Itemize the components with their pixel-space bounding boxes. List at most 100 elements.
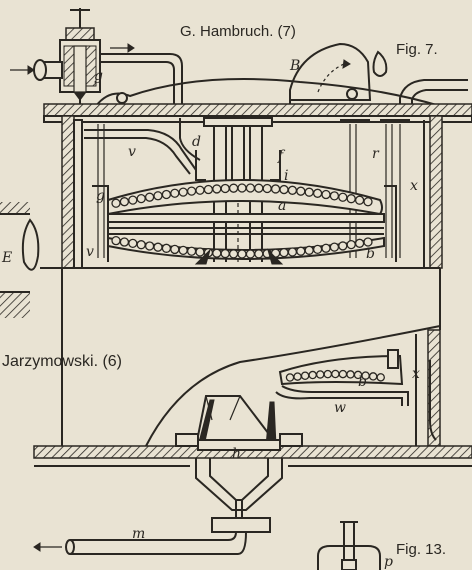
outlet-pipe-m (33, 531, 247, 555)
coil-turn (304, 245, 314, 255)
coil-turn (346, 370, 355, 379)
caption-fig13: Fig. 13. (396, 541, 446, 558)
coil-turn (287, 185, 298, 195)
coil-turn (329, 242, 340, 252)
coil-turn (220, 248, 230, 259)
coil-turn (296, 186, 306, 196)
coil-turn (338, 241, 348, 251)
coil-turn (212, 184, 222, 194)
coil-turn (331, 369, 340, 379)
label-x-upper: x (410, 178, 418, 194)
coil-turn (368, 372, 378, 381)
coil-turn (186, 186, 197, 196)
coil-turn (323, 369, 333, 379)
coil-turn (237, 183, 247, 193)
coil-turn (153, 191, 163, 201)
valve-assembly (10, 8, 183, 112)
coil-turn (354, 195, 365, 205)
caption-jarzymowski: Jarzymowski. (6) (2, 353, 122, 370)
coil-turn (346, 194, 356, 204)
caption-fig7: Fig. 7. (396, 41, 438, 58)
coil-turn (338, 192, 348, 202)
coil-turn (178, 245, 188, 256)
label-p: p (384, 554, 393, 570)
coil-turn (119, 237, 130, 247)
coil-turn (270, 184, 281, 194)
coil-turn (312, 244, 323, 255)
coil-turn (220, 183, 230, 194)
coil-turn (308, 370, 317, 380)
coil-turn (354, 238, 365, 248)
coil-turn (376, 373, 385, 382)
coil-turn (279, 247, 289, 258)
coil-turn (111, 198, 121, 208)
caption-hambruch: G. Hambruch. (7) (180, 23, 296, 40)
label-E: E (1, 250, 12, 266)
coil-turn (144, 241, 155, 251)
label-m: m (132, 526, 145, 542)
coil-turn (128, 195, 138, 205)
coil-turn (304, 187, 314, 197)
coil-turn (136, 240, 146, 250)
coil-turn (321, 189, 331, 200)
coil-turn (153, 242, 163, 252)
coil-turn (170, 244, 180, 255)
fig13-fragment (317, 521, 381, 570)
coil-turn (228, 183, 239, 193)
coil-turn (245, 183, 256, 193)
coil-turn (363, 237, 373, 247)
label-w: w (334, 400, 346, 416)
coil-turn (136, 193, 146, 204)
coil-turn (321, 243, 331, 253)
label-g-top: g (94, 68, 103, 84)
coil-turn (161, 243, 172, 253)
label-v-lower: v (86, 244, 94, 260)
coil-turn (296, 246, 306, 256)
coil-turn (203, 184, 214, 195)
label-B: B (289, 58, 300, 74)
coil-turn (144, 192, 155, 202)
coil-turn (329, 191, 340, 201)
coil-turn (363, 197, 373, 207)
label-a: a (278, 198, 286, 214)
coil-turn (195, 247, 205, 257)
coil-turn (346, 239, 356, 250)
base-plate (33, 433, 472, 533)
coil-turn (312, 188, 323, 198)
label-b-upper: b (366, 246, 375, 262)
label-g-left: g (96, 188, 105, 204)
coil-turn (293, 372, 302, 381)
coil-turn (195, 185, 205, 195)
component-E (0, 202, 40, 318)
coil-turn (287, 247, 298, 257)
label-h: h (232, 446, 241, 462)
label-b-lower: b (358, 374, 367, 390)
coil-turn (262, 183, 272, 194)
coil-turn (285, 373, 295, 382)
coil-turn (178, 187, 188, 197)
coil-turn (254, 249, 264, 259)
coil-turn (228, 249, 239, 259)
label-r: r (372, 146, 380, 162)
cutaway-frame (40, 267, 441, 450)
coil-turn (300, 371, 310, 380)
coil-turn (338, 369, 348, 379)
coil-turn (128, 238, 138, 249)
coil-turn (237, 249, 247, 259)
label-f: f (277, 148, 286, 164)
coil-turn (245, 249, 256, 259)
upper-apparatus (10, 8, 472, 269)
coil-turn (119, 197, 130, 207)
coil-turn (279, 184, 289, 195)
coil-turn (254, 183, 264, 193)
label-d: d (192, 134, 201, 150)
coil-turn (161, 189, 172, 200)
coil-turn (315, 370, 325, 379)
coil-upper (111, 183, 373, 208)
coil-turn (212, 248, 222, 258)
label-v-upper: v (128, 144, 136, 160)
label-x-lower: x (412, 366, 420, 382)
coil-turn (170, 188, 180, 198)
